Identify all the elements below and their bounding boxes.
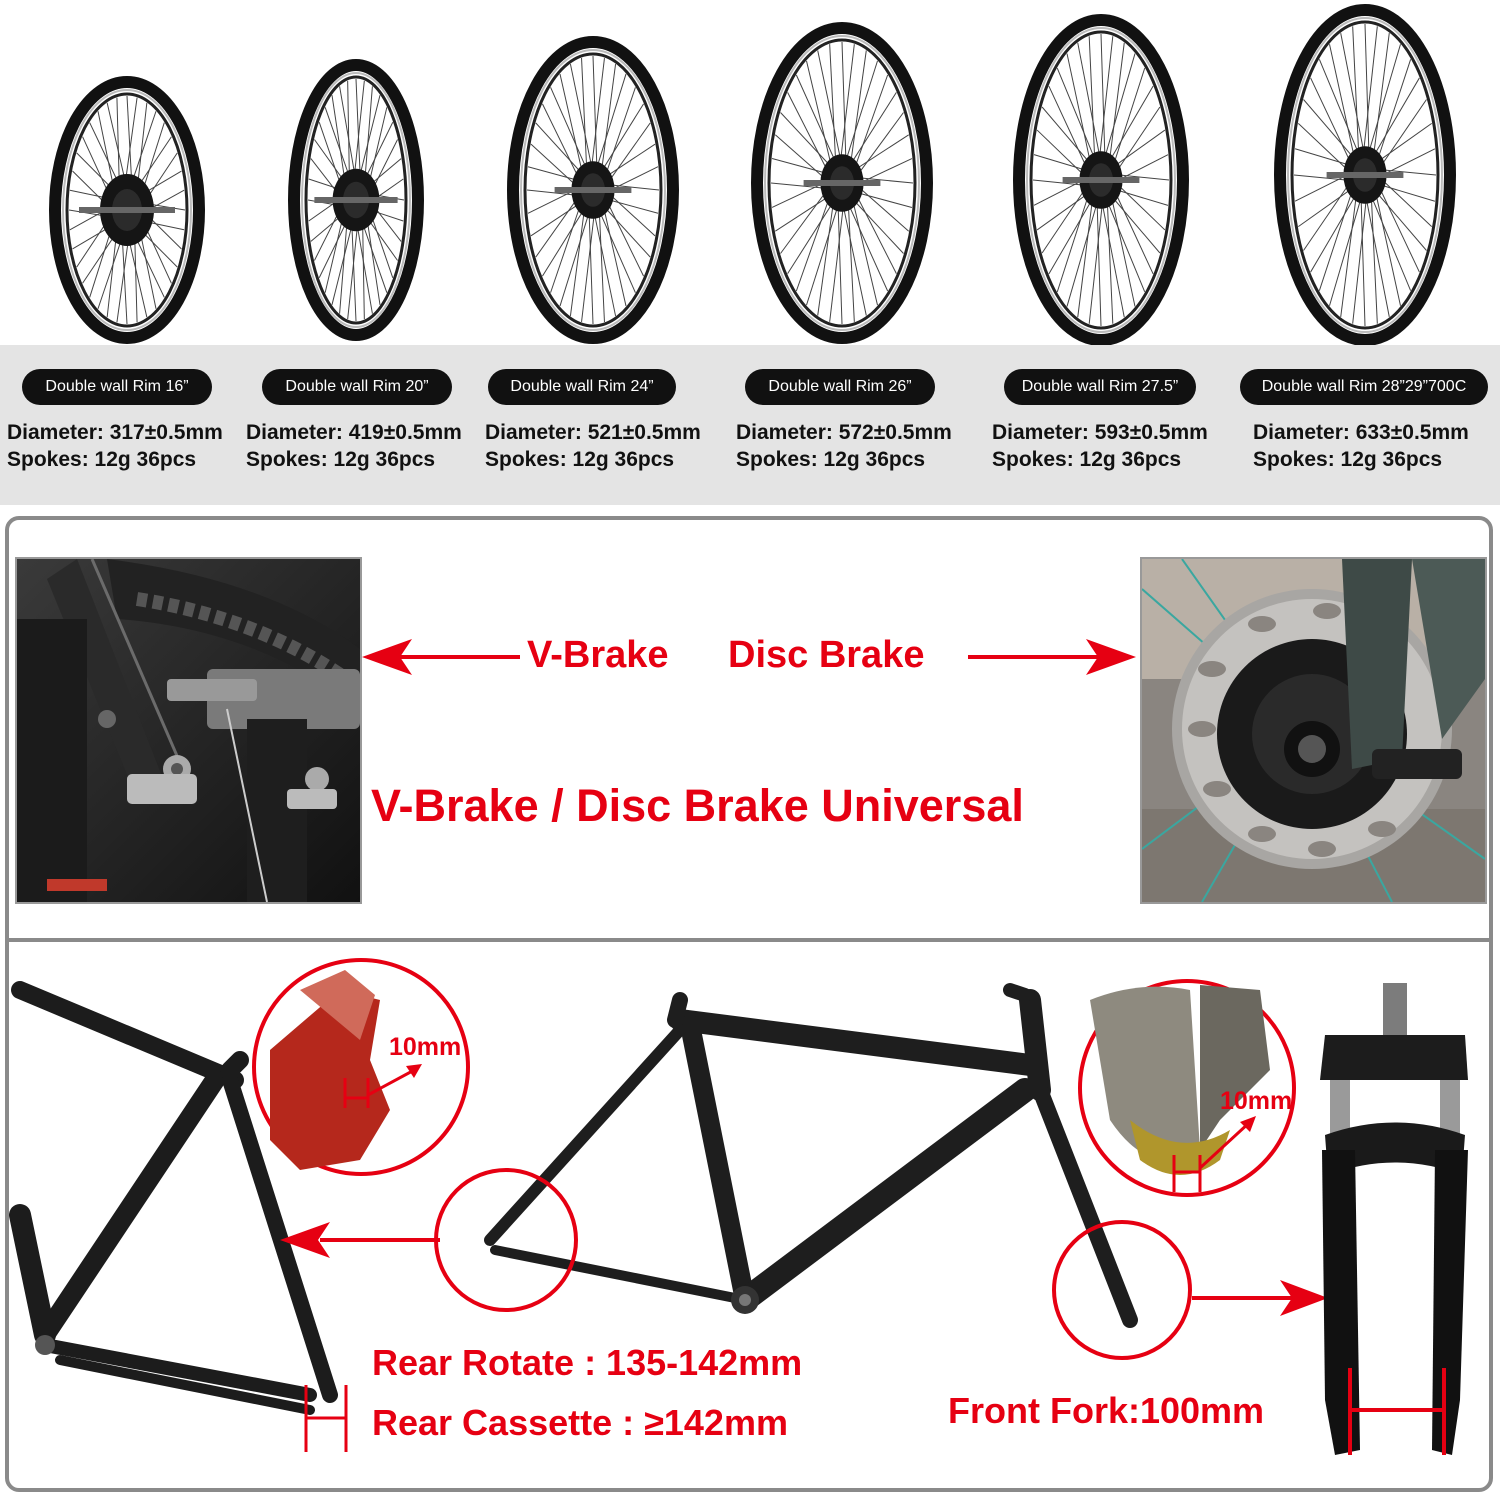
diameter-text: Diameter: 419±0.5mm: [246, 421, 462, 444]
diameter-text: Diameter: 521±0.5mm: [485, 421, 701, 444]
wheel-gallery: [0, 0, 1500, 345]
spokes-text: Spokes: 12g 36pcs: [485, 448, 675, 471]
spec-20: Diameter: 419±0.5mm Spokes: 12g 36pcs: [246, 419, 462, 473]
wheel-28: [1274, 4, 1456, 345]
brake-universal-title: V-Brake / Disc Brake Universal: [371, 780, 1024, 831]
rim-label-20: Double wall Rim 20”: [262, 369, 452, 405]
wheel-images: [49, 4, 1456, 345]
rim-label-27-5: Double wall Rim 27.5”: [1004, 369, 1196, 405]
wheel-27-5: [1013, 14, 1189, 345]
rear-dropout-width: 10mm: [389, 1033, 462, 1061]
v-brake-label: V-Brake: [527, 634, 669, 676]
spokes-text: Spokes: 12g 36pcs: [7, 448, 197, 471]
wheel-20: [288, 59, 424, 341]
panel-divider: [9, 938, 1491, 942]
diameter-text: Diameter: 593±0.5mm: [992, 421, 1208, 444]
spokes-text: Spokes: 12g 36pcs: [246, 448, 436, 471]
rim-label-26: Double wall Rim 26”: [745, 369, 935, 405]
arrow-right-icon: [1086, 639, 1136, 675]
diameter-text: Diameter: 633±0.5mm: [1253, 421, 1469, 444]
suspension-fork-image: [1320, 983, 1468, 1455]
wheel-16: [49, 76, 205, 344]
spokes-text: Spokes: 12g 36pcs: [1253, 448, 1443, 471]
rear-frame-closeup: [9, 981, 338, 1415]
rim-label-28-29-700c: Double wall Rim 28”29”700C: [1240, 369, 1488, 405]
wheel-26: [751, 22, 933, 344]
disc-brake-photo: [1140, 557, 1487, 904]
spokes-text: Spokes: 12g 36pcs: [736, 448, 926, 471]
rear-rotate-spec: Rear Rotate : 135-142mm: [372, 1342, 803, 1383]
spec-28-29-700c: Diameter: 633±0.5mm Spokes: 12g 36pcs: [1253, 419, 1469, 473]
diameter-text: Diameter: 317±0.5mm: [7, 421, 223, 444]
spec-26: Diameter: 572±0.5mm Spokes: 12g 36pcs: [736, 419, 952, 473]
diameter-text: Diameter: 572±0.5mm: [736, 421, 952, 444]
spec-24: Diameter: 521±0.5mm Spokes: 12g 36pcs: [485, 419, 701, 473]
spec-16: Diameter: 317±0.5mm Spokes: 12g 36pcs: [7, 419, 223, 473]
rim-label-24: Double wall Rim 24”: [488, 369, 676, 405]
disc-brake-label: Disc Brake: [728, 634, 925, 676]
arrow-left-icon: [362, 639, 412, 675]
rear-cassette-spec: Rear Cassette : ≥142mm: [372, 1402, 788, 1443]
v-brake-photo: [15, 557, 362, 904]
bike-frame-image: [484, 983, 1138, 1328]
wheel-24: [507, 36, 679, 344]
spokes-text: Spokes: 12g 36pcs: [992, 448, 1182, 471]
rim-label-16: Double wall Rim 16”: [22, 369, 212, 405]
spec-27-5: Diameter: 593±0.5mm Spokes: 12g 36pcs: [992, 419, 1208, 473]
front-fork-spec: Front Fork:100mm: [948, 1390, 1265, 1431]
front-dropout-width: 10mm: [1220, 1087, 1293, 1115]
